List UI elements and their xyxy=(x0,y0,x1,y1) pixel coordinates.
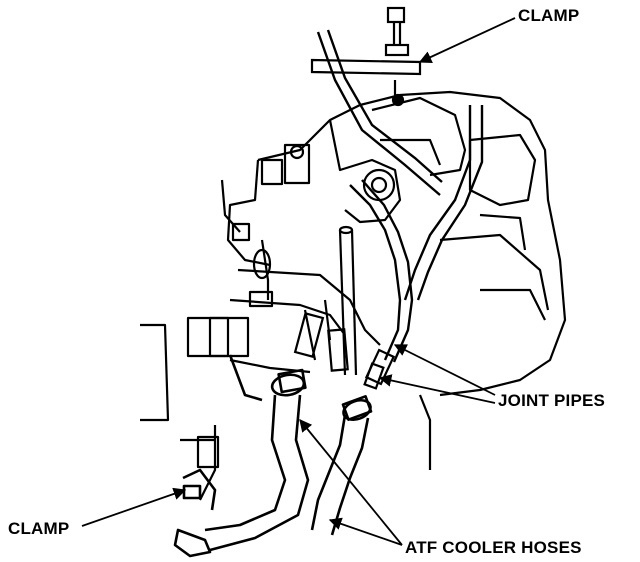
atf-cooler-hoses-label: ATF COOLER HOSES xyxy=(405,538,582,557)
arrow-clamp-top xyxy=(418,17,516,63)
atf-cooler-hoses xyxy=(173,354,373,558)
top-clamp xyxy=(310,6,422,107)
clamp-left-label: CLAMP xyxy=(8,519,70,538)
joint-pipes-label: JOINT PIPES xyxy=(498,391,606,410)
clamp-top-label: CLAMP xyxy=(518,6,580,25)
arrow-joint-pipe-2 xyxy=(378,374,496,404)
arrow-atf-hose-2 xyxy=(328,517,403,546)
arrow-joint-pipe-1 xyxy=(393,344,496,396)
arrow-atf-hose-1 xyxy=(299,419,403,546)
valve-body xyxy=(140,239,346,501)
arrow-clamp-left xyxy=(81,487,187,527)
leader-arrows xyxy=(81,17,516,546)
upper-hose-lines xyxy=(316,29,484,363)
